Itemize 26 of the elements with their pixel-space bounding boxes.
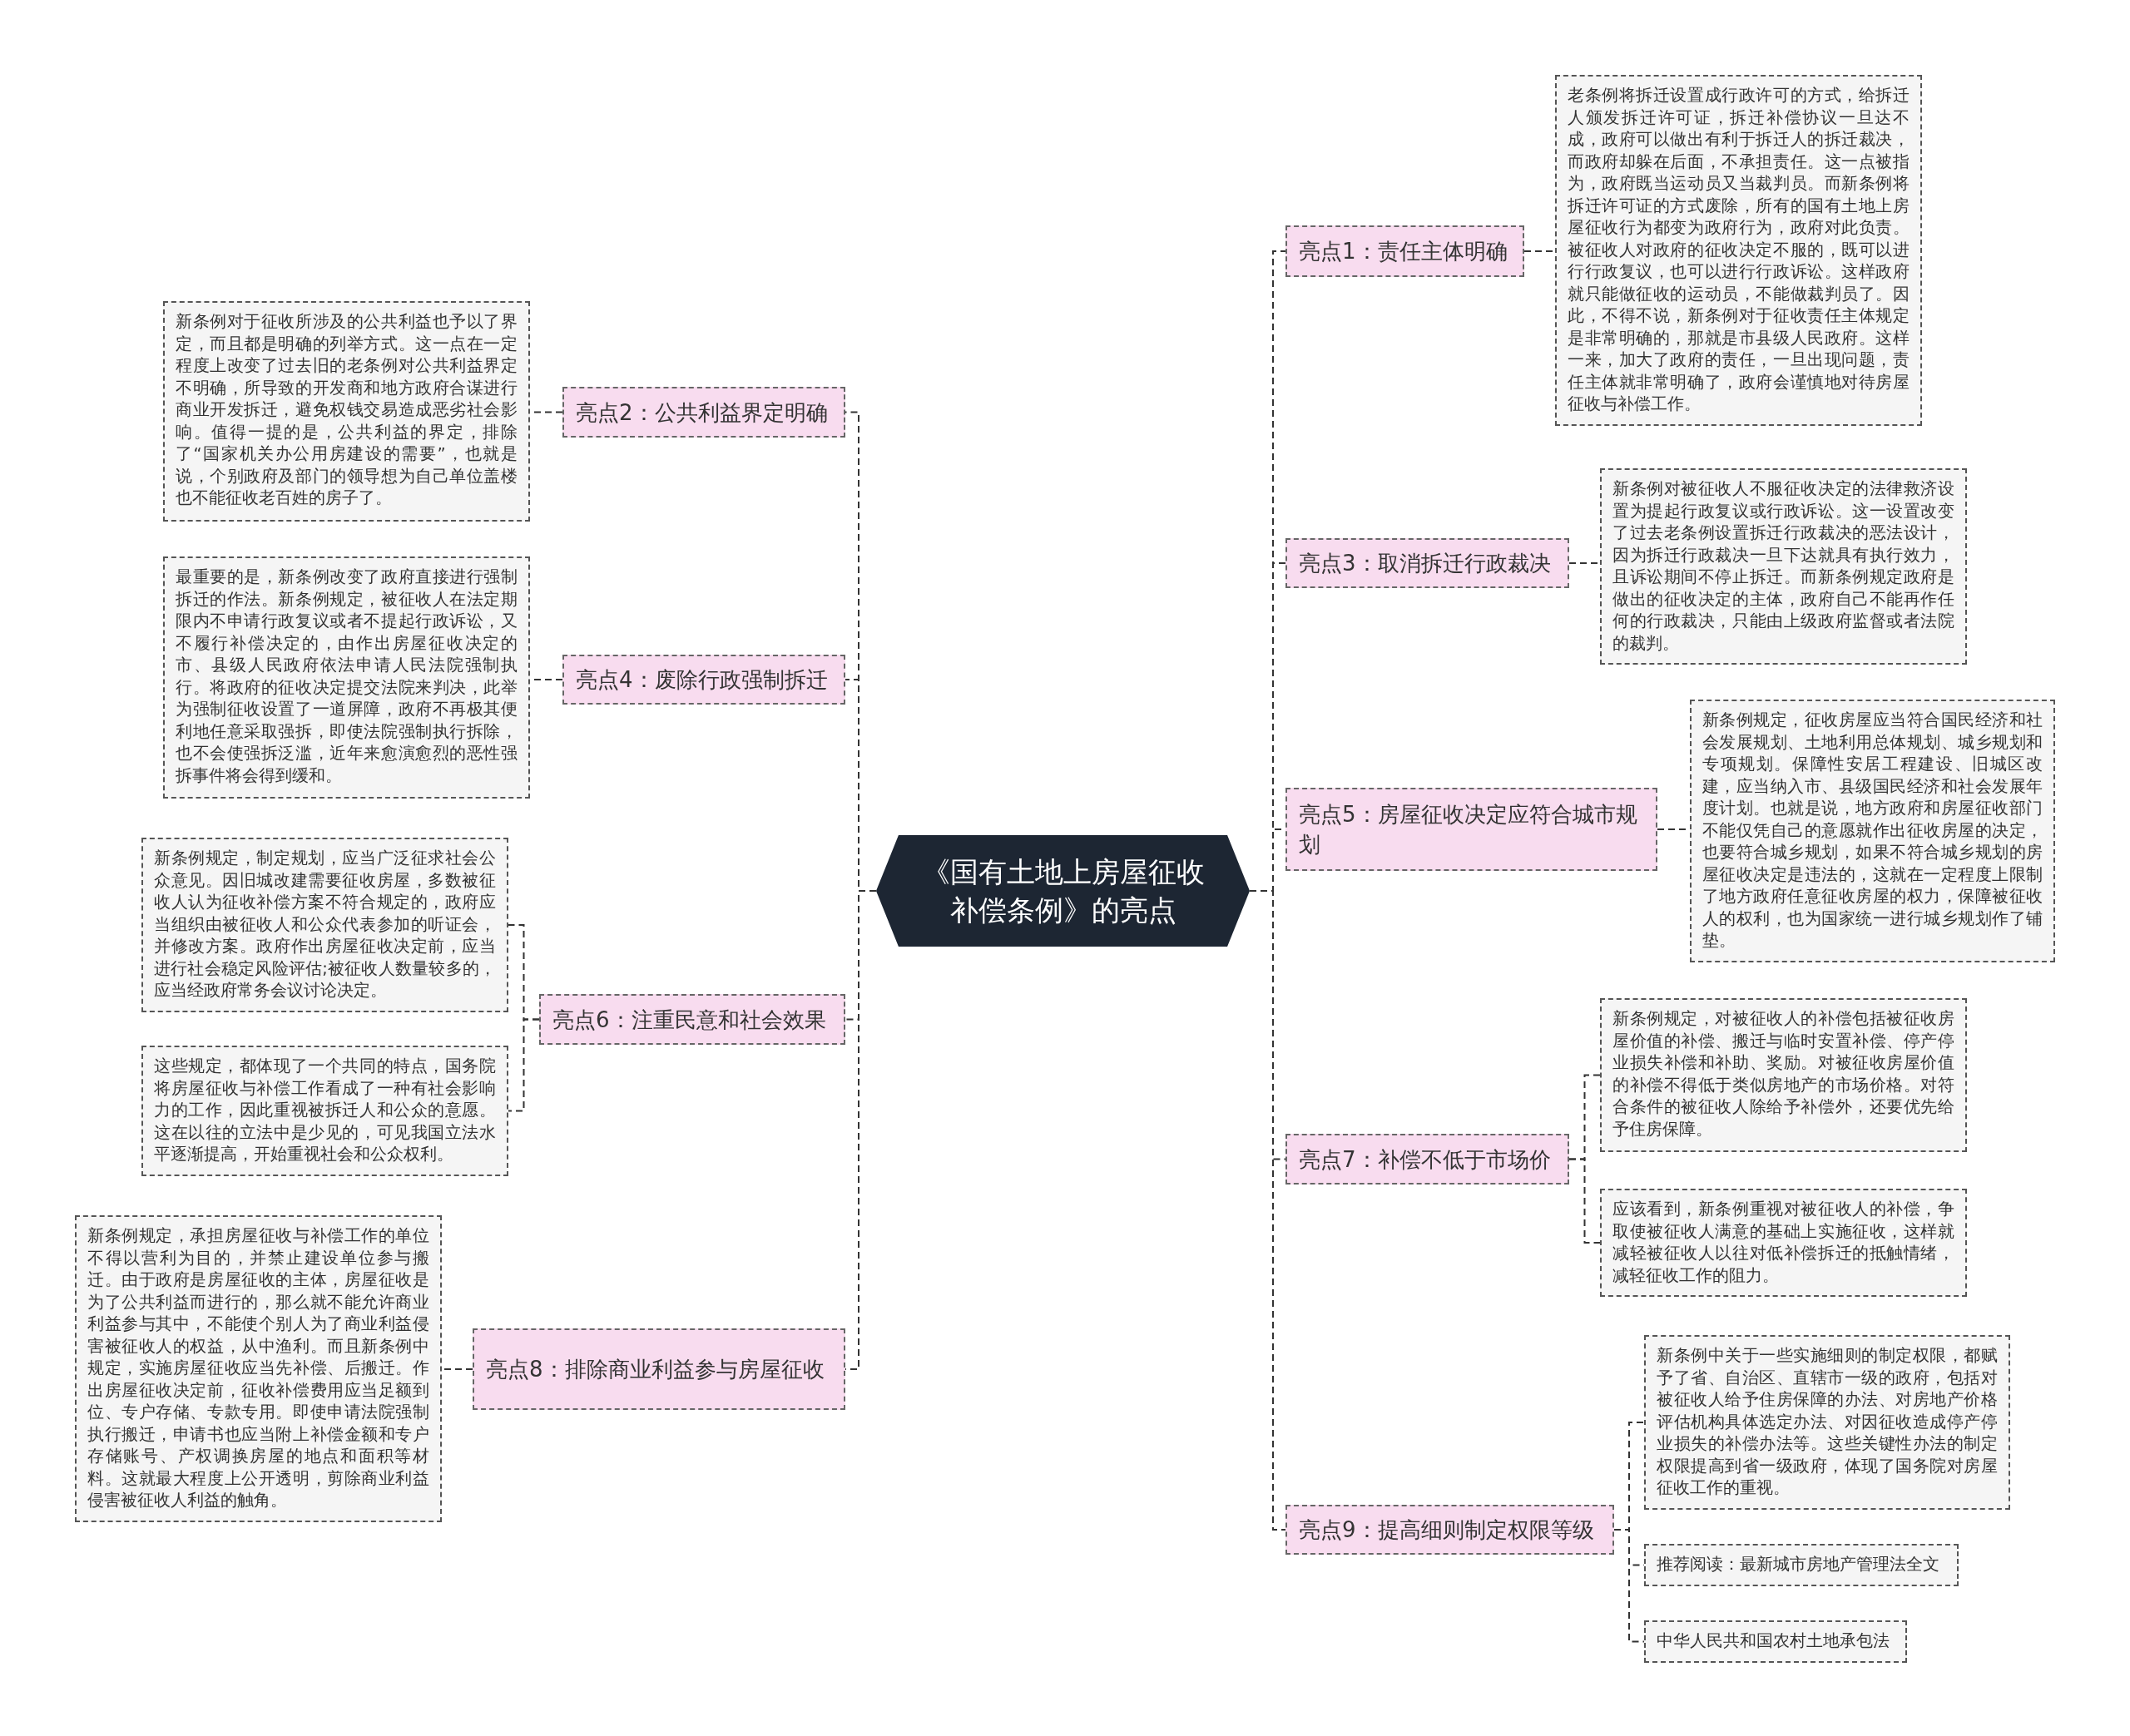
topic-box: 亮点2：公共利益界定明确 — [562, 387, 845, 438]
note-box: 应该看到，新条例重视对被征收人的补偿，争取使被征收人满意的基础上实施征收，这样就减轻被征收人以往对低补偿拆迁的抵触情绪，减轻征收工作的阻力。 — [1600, 1189, 1967, 1297]
note-box: 新条例对于征收所涉及的公共利益也予以了界定，而且都是明确的列举方式。这一点在一定程度上改变了过去旧的老条例对公共利益界定不明确，所导致的开发商和地方政府合谋进行商业开发拆迁，避免权钱交易造成恶劣社会影响。值得一提的是，公共利益的界定，排除了“国家机关办公用房建设的需要”，也就是说，个别政府及部门的领导想为自己单位盖楼也不能征收老百姓的房子了。 — [163, 301, 530, 522]
topic-box: 亮点4：废除行政强制拆迁 — [562, 655, 845, 705]
note-box: 这些规定，都体现了一个共同的特点，国务院将房屋征收与补偿工作看成了一种有社会影响力的工作，因此重视被拆迁人和公众的意愿。这在以往的立法中是少见的，可见我国立法水平逐渐提高，开始重视社会和公众权利。 — [141, 1046, 508, 1176]
topic-box: 亮点9：提高细则制定权限等级 — [1285, 1505, 1614, 1555]
note-box: 新条例规定，对被征收人的补偿包括被征收房屋价值的补偿、搬迁与临时安置补偿、停产停业损失补偿和补助、奖励。对被征收房屋价值的补偿不得低于类似房地产的市场价格。对符合条件的被征收人除给予补偿外，还要优先给予住房保障。 — [1600, 998, 1967, 1152]
topic-box: 亮点5：房屋征收决定应符合城市规划 — [1285, 788, 1657, 871]
note-box: 中华人民共和国农村土地承包法 — [1644, 1620, 1907, 1663]
connector-line — [1568, 1158, 1601, 1244]
note-box: 新条例规定，征收房屋应当符合国民经济和社会发展规划、土地利用总体规划、城乡规划和专项规划。保障性安居工程建设、旧城区改建，应当纳入市、县级国民经济和社会发展年度计划。也就是说，地方政府和房屋征收部门不能仅凭自己的意愿就作出征收房屋的决定，也要符合城乡规划，如果不符合城乡规划的房屋征收决定是违法的，这就在一定程度上限制了地方政府任意征收房屋的权力，保障被征收人的权利，也为国家统一进行城乡规划作了铺垫。 — [1690, 700, 2055, 962]
note-box: 新条例中关于一些实施细则的制定权限，都赋予了省、自治区、直辖市一级的政府，包括对被征收人给予住房保障的办法、对房地产价格评估机构具体选定办法、对因征收造成停产停业损失的补偿办法等。这些关键性办法的制定权限提高到省一级政府，体现了国务院对房屋征收工作的重视。 — [1644, 1335, 2010, 1510]
topic-box: 亮点7：补偿不低于市场价 — [1285, 1134, 1569, 1185]
note-box: 新条例对被征收人不服征收决定的法律救济设置为提起行政复议或行政诉讼。这一设置改变了过去老条例设置拆迁行政裁决的恶法设计，因为拆迁行政裁决一旦下达就具有执行效力，且诉讼期间不停止拆迁。而新条例规定政府是做出的征收决定的主体，政府自己不能再作任何的行政裁决，只能由上级政府监督或者法院的裁判。 — [1600, 468, 1967, 665]
note-box: 新条例规定，制定规划，应当广泛征求社会公众意见。因旧城改建需要征收房屋，多数被征收人认为征收补偿方案不符合规定的，政府应当组织由被征收人和公众代表参加的听证会，并修改方案。政府作出房屋征收决定前，应当进行社会稳定风险评估;被征收人数量较多的，应当经政府常务会议讨论决定。 — [141, 838, 508, 1012]
topic-box: 亮点6：注重民意和社会效果 — [539, 994, 845, 1045]
topic-box: 亮点3：取消拆迁行政裁决 — [1285, 538, 1569, 588]
topic-box: 亮点1：责任主体明确 — [1285, 225, 1524, 277]
note-box: 新条例规定，承担房屋征收与补偿工作的单位不得以营利为目的，并禁止建设单位参与搬迁。由于政府是房屋征收的主体，房屋征收是为了公共利益而进行的，那么就不能允许商业利益参与其中，不能使个别人为了商业利益侵害被征收人的权益，从中渔利。而且新条例中规定，实施房屋征收应当先补偿、后搬迁。作出房屋征收决定前，征收补偿费用应当足额到位、专户存储、专款专用。即使申请法院强制执行搬迁，申请书也应当附上补偿金额和专户存储账号、产权调换房屋的地点和面积等材料。这就最大程度上公开透明，剪除商业利益侵害被征收人利益的触角。 — [75, 1215, 442, 1522]
note-box: 推荐阅读：最新城市房地产管理法全文 — [1644, 1544, 1959, 1586]
root-hexagon: 《国有土地上房屋征收补偿条例》的亮点 — [876, 835, 1250, 947]
topic-box: 亮点8：排除商业利益参与房屋征收 — [473, 1328, 845, 1410]
connector-line — [508, 1018, 540, 1112]
note-box: 老条例将拆迁设置成行政许可的方式，给拆迁人颁发拆迁许可证，拆迁补偿协议一旦达不成，政府可以做出有利于拆迁人的拆迁裁决，而政府却躲在后面，不承担责任。这一点被指为，政府既当运动员又当裁判员。而新条例将拆迁许可证的方式废除，所有的国有土地上房屋征收行为都变为政府行为，政府对此负责。被征收人对政府的征收决定不服的，既可以进行行政复议，也可以进行行政诉讼。这样政府就只能做征收的运动员，不能做裁判员了。因此，不得不说，新条例对于征收责任主体规定是非常明确的，那就是市县级人民政府。这样一来，加大了政府的责任，一旦出现问题，责任主体就非常明确了，政府会谨慎地对待房屋征收与补偿工作。 — [1555, 75, 1922, 426]
connector-line — [1613, 1529, 1645, 1643]
note-box: 最重要的是，新条例改变了政府直接进行强制拆迁的作法。新条例规定，被征收人在法定期限内不申请行政复议或者不提起行政诉讼，又不履行补偿决定的，由作出房屋征收决定的市、县级人民政府依法申请人民法院强制执行。将政府的征收决定提交法院来判决，此举为强制征收设置了一道屏障，政府不再极其便利地任意采取强拆，即使法院强制执行拆除，也不会使强拆泛滥，近年来愈演愈烈的恶性强拆事件将会得到缓和。 — [163, 556, 530, 799]
